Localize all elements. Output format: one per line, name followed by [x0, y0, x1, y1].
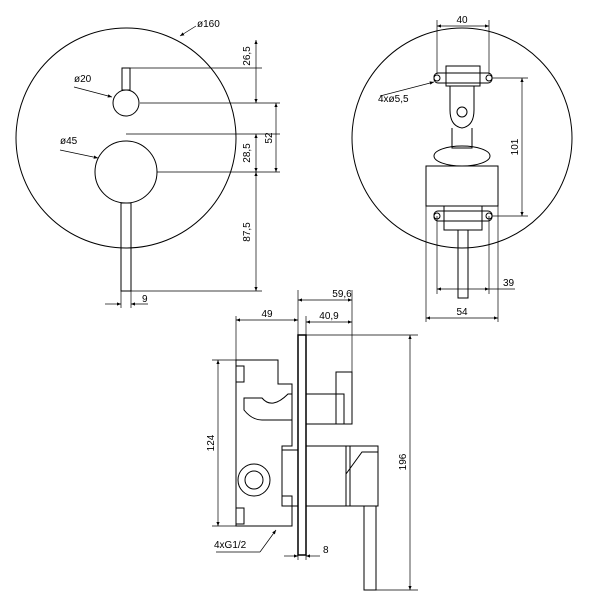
- front-plate-outline: [15, 27, 237, 249]
- holes-label: 4xø5,5: [378, 94, 409, 105]
- plate-diameter-label: ø160: [197, 19, 220, 30]
- side-depth-label: 49: [261, 309, 273, 320]
- dim-top-label: 26,5: [242, 46, 253, 66]
- back-view: 40 4xø5,5 101 39 54: [351, 15, 573, 322]
- small-lever: [121, 67, 131, 91]
- side-total-label: 59,6: [332, 289, 352, 300]
- side-body-label: 124: [206, 434, 217, 451]
- back-plate-outline: [351, 27, 573, 249]
- side-front-label: 40,9: [319, 311, 339, 322]
- lever-width-label: 9: [142, 294, 148, 305]
- small-knob: [112, 89, 140, 117]
- wall-plate: [297, 334, 307, 556]
- large-knob-diameter-label: ø45: [60, 136, 78, 147]
- connections-label: 4xG1/2: [214, 540, 247, 551]
- main-lever: [120, 202, 132, 292]
- dim-span-label: 52: [264, 132, 275, 144]
- dim-mid-label: 28,5: [242, 143, 253, 163]
- side-plate-label: 8: [323, 545, 329, 556]
- back-width-label: 54: [456, 307, 468, 318]
- large-knob: [94, 140, 158, 204]
- small-knob-diameter-label: ø20: [74, 74, 92, 85]
- side-view: 49 59,6 40,9 124 196 8 4xG1/2: [206, 289, 418, 591]
- side-height-label: 196: [398, 453, 409, 470]
- back-right-label: 39: [503, 278, 515, 289]
- back-height-label: 101: [510, 138, 521, 155]
- back-top-width-label: 40: [456, 15, 468, 26]
- dim-lever-label: 87,5: [242, 222, 253, 242]
- front-view: 26,5 28,5 87,5 52 ø160 ø20 ø45 9: [15, 19, 280, 308]
